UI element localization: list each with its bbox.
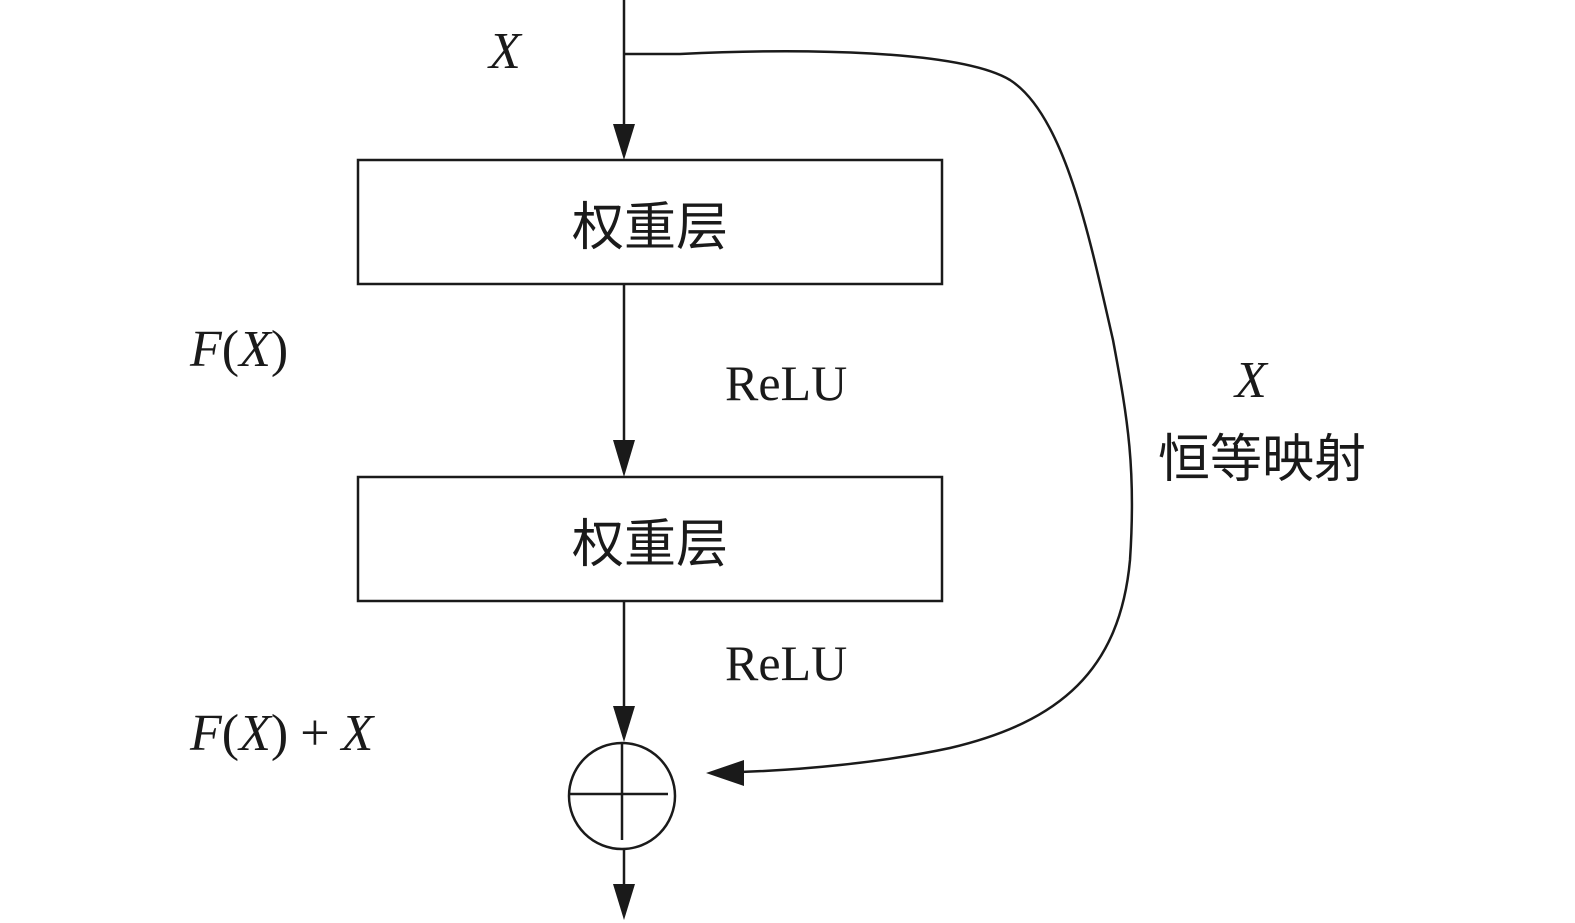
input-arrow-head xyxy=(613,124,635,160)
residual-function-label: F(X) xyxy=(190,324,288,376)
weight-layer-1: 权重层 xyxy=(358,160,942,284)
relu-label-2: ReLU xyxy=(725,638,847,688)
residual-func: F xyxy=(190,321,222,378)
identity-shortcut-curve xyxy=(624,50,1134,774)
residual-var: X xyxy=(239,321,271,378)
shortcut-var: X xyxy=(1235,352,1267,409)
weight-layer-2-box xyxy=(356,475,944,603)
sum-plus-operator: + xyxy=(300,705,330,762)
sum-var: X xyxy=(239,705,271,762)
relu-label-1: ReLU xyxy=(725,358,847,408)
identity-shortcut-arrow-head xyxy=(706,760,744,786)
sum-func: F xyxy=(190,705,222,762)
sum-arrow-head xyxy=(613,706,635,742)
relu-1-text: ReLU xyxy=(725,355,848,411)
output-arrow-head xyxy=(613,884,635,920)
shortcut-var-label: X xyxy=(1235,355,1267,407)
weight-layer-2: 权重层 xyxy=(358,477,942,601)
weight-layer-2-label: 权重层 xyxy=(571,514,728,575)
relu-2-text: ReLU xyxy=(725,635,848,691)
middle-arrow-head xyxy=(613,440,635,477)
residual-close-paren: ) xyxy=(270,321,289,378)
weight-layer-1-label: 权重层 xyxy=(571,197,728,258)
input-var: X xyxy=(489,23,521,80)
identity-mapping-text: 恒等映射 xyxy=(1158,430,1367,490)
weight-layer-1-box xyxy=(356,158,944,286)
input-label: X xyxy=(489,26,521,78)
sum-output-label: F(X)+X xyxy=(190,708,373,760)
residual-open-paren: ( xyxy=(221,321,240,378)
sum-close-paren: ) xyxy=(270,705,289,762)
sum-var2: X xyxy=(341,705,374,762)
identity-mapping-label: 恒等映射 xyxy=(1158,434,1366,486)
sum-open-paren: ( xyxy=(221,705,240,762)
